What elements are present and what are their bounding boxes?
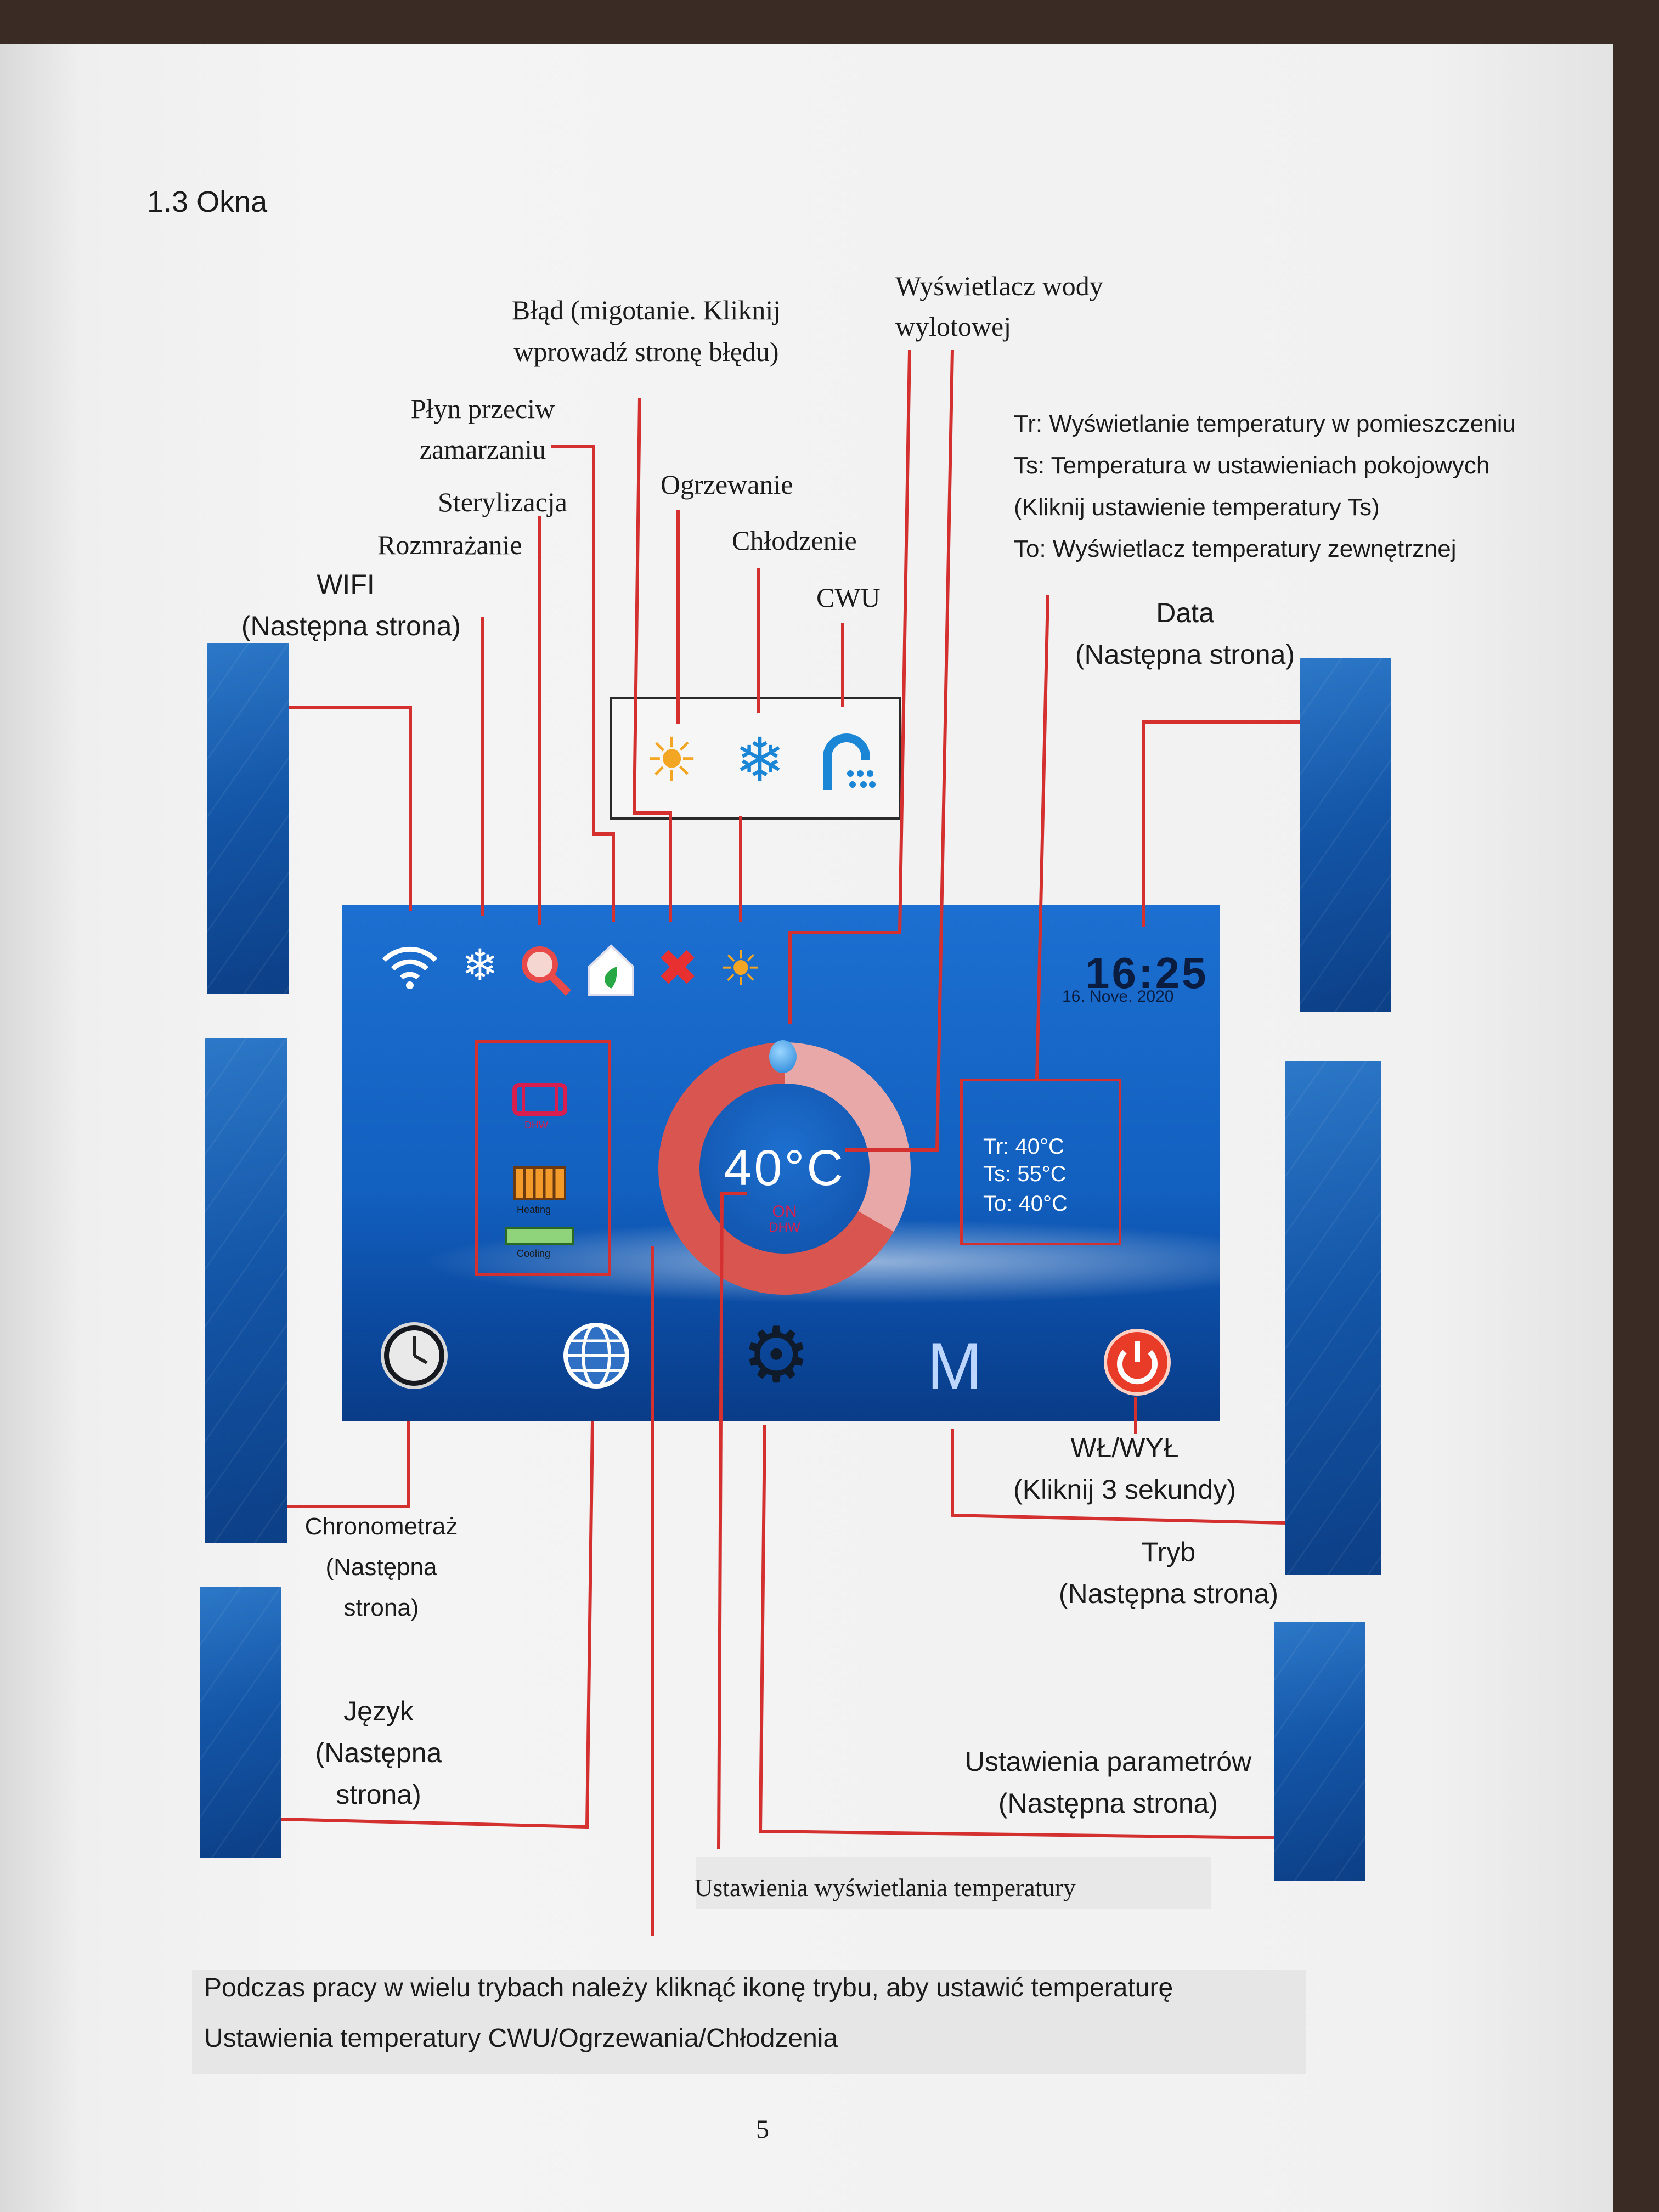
params-preview-panel	[1274, 1622, 1365, 1881]
label-mode-line1: Tryb	[1141, 1537, 1196, 1567]
note-line2: Ustawienia temperatury CWU/Ogrzewania/Ch…	[204, 2024, 838, 2053]
label-ts: Ts: Temperatura w ustawieniach pokojowyc…	[1014, 452, 1490, 479]
center-temperature[interactable]: 40°C	[724, 1140, 845, 1196]
page-number: 5	[756, 2115, 769, 2144]
tools-icon[interactable]: ✖	[656, 939, 699, 997]
note-line1: Podczas pracy w wielu trybach należy kli…	[204, 1973, 1173, 2002]
label-dhw: CWU	[816, 582, 881, 613]
mode-button-icon[interactable]: M	[927, 1329, 982, 1403]
screen-clock[interactable]: 16:25	[1085, 949, 1209, 997]
label-language-line2: (Następna	[315, 1737, 442, 1768]
screen-ts[interactable]: Ts: 55°C	[983, 1162, 1066, 1186]
label-date-line2: (Następna strona)	[1075, 639, 1295, 670]
heating-sun-icon: ☀	[719, 940, 763, 997]
label-heating: Ogrzewanie	[661, 469, 793, 500]
mode-icons-legend	[610, 697, 901, 820]
center-mode: DHW	[769, 1220, 800, 1235]
screen-to: To: 40°C	[983, 1192, 1068, 1216]
section-title: 1.3 Okna	[147, 185, 268, 218]
mode-selection-box[interactable]	[475, 1040, 611, 1276]
mode-cooling-label: Cooling	[517, 1248, 551, 1259]
screen-tr: Tr: 40°C	[983, 1135, 1064, 1159]
globe-icon[interactable]	[562, 1321, 631, 1390]
label-sterilization: Sterylizacja	[438, 487, 567, 517]
mode-dhw-label: DHW	[524, 1120, 548, 1131]
wifi-preview-panel	[207, 643, 289, 994]
label-outlet-line1: Wyświetlacz wody	[895, 270, 1103, 301]
label-language-line3: strona)	[336, 1779, 421, 1810]
note-bar	[192, 1970, 1306, 2074]
label-defrost: Rozmrażanie	[377, 529, 522, 560]
ring-indicator-dot	[769, 1040, 797, 1073]
defrost-icon: ❄	[461, 940, 499, 991]
label-outlet-line2: wylotowej	[895, 311, 1012, 342]
label-onoff-line2: (Kliknij 3 sekundy)	[1013, 1474, 1236, 1505]
label-error-line1: Błąd (migotanie. Kliknij	[511, 295, 781, 325]
label-timer-line2: (Następna	[325, 1554, 437, 1581]
date-preview-panel	[1300, 658, 1391, 1012]
screen-date: 16. Nove. 2020	[1062, 988, 1174, 1006]
house-icon	[588, 944, 634, 996]
label-antifreeze-line2: zamarzaniu	[419, 434, 546, 465]
mode-preview-panel	[1285, 1061, 1381, 1575]
magnifier-icon	[522, 946, 571, 996]
radiator-icon[interactable]	[512, 1164, 567, 1203]
dhw-tank-icon[interactable]	[507, 1077, 573, 1121]
label-date-line1: Data	[1156, 597, 1214, 628]
label-wifi-line1: WIFI	[317, 569, 375, 600]
label-mode-line2: (Następna strona)	[1058, 1578, 1279, 1609]
language-preview-panel	[200, 1587, 281, 1858]
label-error-line2: wprowadź stronę błędu)	[514, 336, 779, 367]
label-to: To: Wyświetlacz temperatury zewnętrznej	[1014, 535, 1457, 562]
label-params-line2: (Następna strona)	[998, 1788, 1218, 1819]
outlet-temperature-ring[interactable]	[658, 1042, 911, 1295]
label-params-line1: Ustawienia parametrów	[964, 1746, 1252, 1777]
label-temp-display: Ustawienia wyświetlania temperatury	[695, 1874, 1076, 1901]
label-timer-line3: strona)	[343, 1594, 419, 1621]
sun-icon: ☀	[644, 725, 699, 795]
clock-icon[interactable]	[380, 1321, 449, 1390]
label-cooling: Chłodzenie	[732, 525, 857, 556]
temp-display-bar	[696, 1857, 1211, 1909]
label-timer-line1: Chronometraż	[304, 1513, 458, 1540]
gear-icon[interactable]: ⚙	[742, 1311, 811, 1400]
timer-preview-panel	[205, 1038, 287, 1543]
label-onoff-line1: WŁ/WYŁ	[1070, 1432, 1179, 1463]
snowflake-icon: ❄	[734, 725, 786, 795]
label-wifi-line2: (Następna strona)	[241, 611, 461, 641]
temperature-readout-box[interactable]	[960, 1079, 1121, 1245]
label-antifreeze-line1: Płyn przeciw	[410, 393, 555, 424]
label-tr: Tr: Wyświetlanie temperatury w pomieszcz…	[1014, 410, 1516, 437]
shower-icon	[823, 733, 876, 790]
cooling-unit-icon[interactable]	[504, 1224, 575, 1252]
label-ts-click: (Kliknij ustawienie temperatury Ts)	[1014, 494, 1380, 521]
power-icon[interactable]	[1103, 1328, 1172, 1397]
label-language-line1: Język	[343, 1696, 414, 1726]
mode-heating-label: Heating	[517, 1204, 551, 1215]
wifi-icon[interactable]	[380, 941, 440, 991]
center-status: ON	[772, 1203, 797, 1221]
